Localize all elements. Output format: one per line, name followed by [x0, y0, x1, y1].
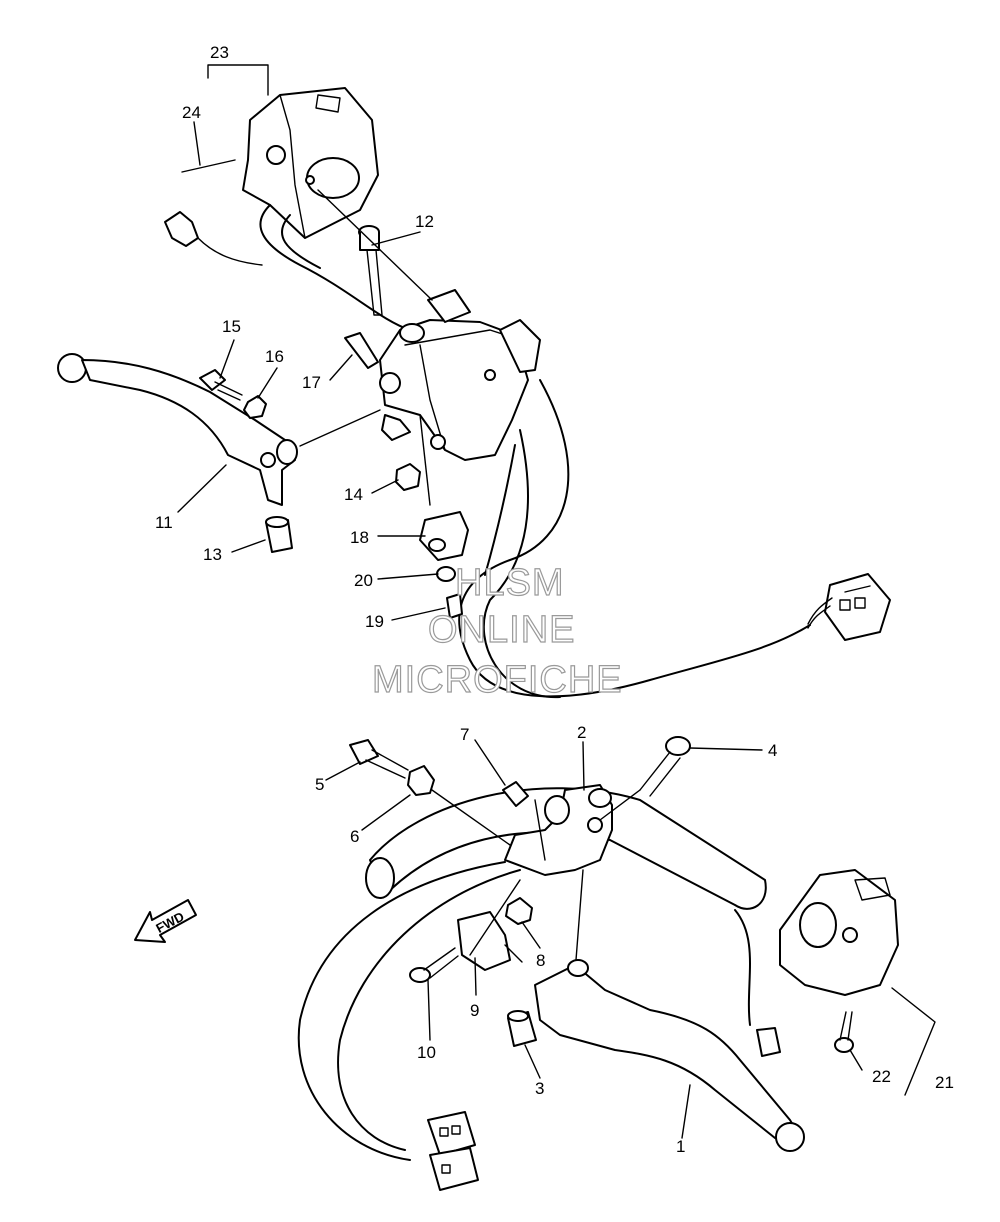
lower-main-cable — [297, 861, 506, 1161]
callout-11: 11 — [155, 513, 173, 532]
assembly-line — [419, 414, 431, 506]
fwd-label: FWD — [153, 909, 186, 936]
brake-switch-18 — [419, 511, 469, 561]
screw-19 — [446, 593, 463, 619]
upper-switch-wire — [259, 204, 411, 331]
callout-19: 19 — [365, 612, 384, 631]
bolt-5 — [349, 739, 409, 779]
nut-6 — [407, 765, 435, 796]
callout-4: 4 — [768, 741, 777, 760]
upper-main-cable — [458, 379, 811, 698]
callout-21: 21 — [935, 1073, 954, 1092]
bolt-15 — [199, 369, 243, 401]
lever-holder-2 — [504, 784, 613, 876]
assembly-line — [431, 789, 511, 846]
right-terminal — [734, 909, 781, 1057]
brake-lever-upper — [57, 353, 298, 506]
callout-13: 13 — [203, 545, 222, 564]
callout-labels: 1 2 3 4 5 6 7 8 9 10 11 12 13 14 15 16 1… — [155, 43, 954, 1156]
upper-connector — [807, 573, 891, 641]
watermark-line2: ONLINE — [428, 609, 575, 651]
screw-10 — [409, 947, 459, 983]
watermark: HLSM ONLINE MICROFICHE — [371, 561, 623, 701]
callout-16: 16 — [265, 347, 284, 366]
watermark-line3: MICROFICHE — [372, 659, 623, 701]
wire-terminal — [164, 211, 263, 266]
callout-15: 15 — [222, 317, 241, 336]
assembly-line — [599, 789, 641, 821]
bolt-12 — [358, 225, 383, 316]
callout-8: 8 — [536, 951, 545, 970]
upper-cable-3 — [484, 444, 516, 576]
upper-assembly — [57, 87, 891, 699]
nut-16 — [243, 395, 267, 419]
assembly-line — [317, 189, 433, 301]
callout-2: 2 — [577, 723, 586, 742]
callout-22: 22 — [872, 1067, 891, 1086]
callout-18: 18 — [350, 528, 369, 547]
screw-22 — [834, 1011, 854, 1053]
handlebar-tube — [365, 787, 767, 910]
upper-switch-wire-2 — [280, 214, 321, 269]
callout-10: 10 — [417, 1043, 436, 1062]
lower-cable-2 — [337, 869, 521, 1151]
callout-17: 17 — [302, 373, 321, 392]
callout-12: 12 — [415, 212, 434, 231]
bolt-7 — [502, 781, 529, 807]
callout-1: 1 — [676, 1137, 685, 1156]
clutch-switch-9 — [457, 911, 523, 971]
callout-23: 23 — [210, 43, 229, 62]
handlebar-switch-right — [779, 869, 899, 996]
screw-17 — [344, 332, 379, 369]
callout-20: 20 — [354, 571, 373, 590]
assembly-line — [299, 409, 381, 447]
lower-connector — [427, 1111, 479, 1191]
clutch-lever-lower — [534, 959, 805, 1152]
upper-cable-2 — [482, 429, 561, 699]
washer-20 — [436, 566, 456, 582]
collar-13 — [265, 516, 293, 553]
leader-lines — [177, 64, 936, 1139]
callout-24: 24 — [182, 103, 201, 122]
assembly-line — [469, 879, 521, 956]
assembly-line — [534, 799, 546, 861]
handlebar-switch-left — [242, 87, 379, 239]
nut-14 — [395, 463, 421, 491]
callout-14: 14 — [344, 485, 363, 504]
callout-9: 9 — [470, 1001, 479, 1020]
assembly-line — [575, 869, 584, 961]
collar-3 — [507, 1010, 537, 1047]
callout-3: 3 — [535, 1079, 544, 1098]
bolt-4 — [639, 736, 691, 797]
callout-7: 7 — [460, 725, 469, 744]
callout-5: 5 — [315, 775, 324, 794]
callout-6: 6 — [350, 827, 359, 846]
master-cylinder — [379, 289, 541, 461]
fwd-arrow: FWD — [134, 899, 197, 943]
lower-assembly — [297, 736, 899, 1191]
nut-8 — [505, 897, 533, 925]
watermark-line1: HLSM — [455, 562, 565, 604]
